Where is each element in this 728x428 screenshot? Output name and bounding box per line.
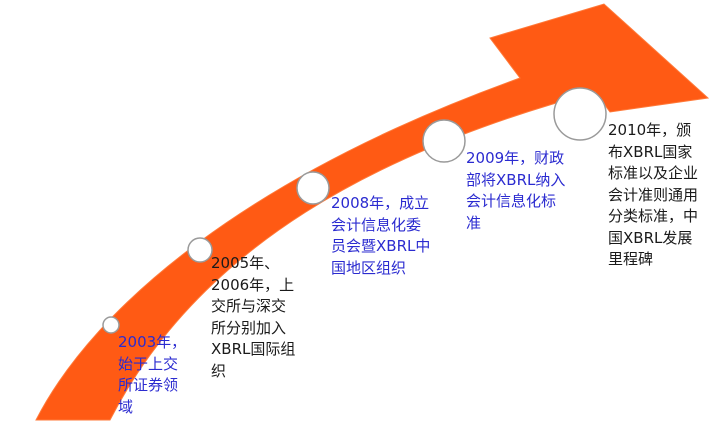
milestone-text-2010: 2010年，颁 布XBRL国家 标准以及企业 会计准则通用 分类标准，中 国XB… [608, 121, 699, 268]
milestone-circle-2003 [102, 316, 120, 334]
timeline-arrow [35, 3, 710, 421]
milestone-text-2008: 2008年，成立 会计信息化委 员会暨XBRL中 国地区组织 [331, 194, 431, 277]
milestone-text-2009: 2009年，财政 部将XBRL纳入 会计信息化标 准 [466, 149, 566, 232]
milestone-text-2003: 2003年， 始于上交 所证券领 域 [118, 333, 187, 416]
milestone-circle-2009 [422, 119, 466, 163]
milestone-circle-2005 [187, 237, 213, 263]
milestone-circle-2008 [296, 171, 330, 205]
milestone-text-2005-2006: 2005年、 2006年，上 交所与深交 所分别加入 XBRL国际组 织 [211, 254, 296, 380]
milestone-circle-2010 [553, 87, 607, 141]
